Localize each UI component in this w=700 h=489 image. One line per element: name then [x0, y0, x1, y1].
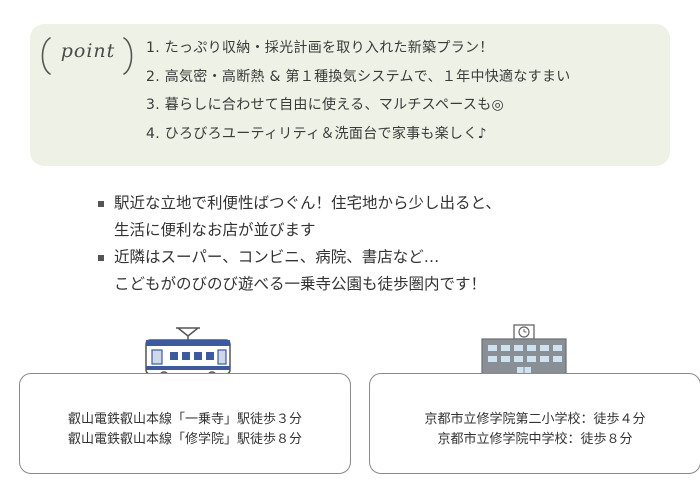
feature-text-line2: こどもがのびのび遊べる一乗寺公園も徒歩圏内です！ [114, 275, 487, 293]
feature-list: 駅近な立地で利便性ばつぐん！住宅地から少し出ると、 生活に便利なお店が並びます … [96, 190, 501, 298]
square-bullet-icon [98, 255, 104, 261]
school-line-2: 京都市立修学院中学校：徒歩８分 [437, 432, 633, 447]
point-item-3: 3. 暮らしに合わせて自由に使える、マルチスペースも◎ [146, 97, 505, 113]
point-item-2: 2. 高気密・高断熱 & 第１種換気システムで、１年中快適なすまい [146, 68, 571, 85]
feature-text-line1: 近隣はスーパー、コンビニ、病院、書店など… [114, 248, 440, 266]
point-badge: point [36, 30, 140, 82]
point-item-1: 1. たっぷり収納・採光計画を取り入れた新築プラン！ [146, 40, 494, 56]
bracket-decoration-icon [41, 37, 133, 75]
point-list: 1. たっぷり収納・採光計画を取り入れた新築プラン！ 2. 高気密・高断熱 & … [146, 38, 571, 152]
point-panel [30, 24, 670, 166]
square-bullet-icon [98, 201, 104, 207]
station-line-2: 叡山電鉄叡山本線「修学院」駅徒歩８分 [67, 432, 302, 447]
station-access-box: 叡山電鉄叡山本線「一乗寺」駅徒歩３分 叡山電鉄叡山本線「修学院」駅徒歩８分 [19, 373, 351, 474]
point-item-4: 4. ひろびろユーティリティ＆洗面台で家事も楽しく♪ [146, 125, 487, 142]
station-line-1: 叡山電鉄叡山本線「一乗寺」駅徒歩３分 [67, 412, 302, 427]
school-access-box: 京都市立修学院第二小学校：徒歩４分 京都市立修学院中学校：徒歩８分 [369, 373, 700, 474]
feature-text-line1: 駅近な立地で利便性ばつぐん！住宅地から少し出ると、 [114, 194, 501, 212]
feature-text-line2: 生活に便利なお店が並びます [114, 221, 316, 239]
feature-item: 駅近な立地で利便性ばつぐん！住宅地から少し出ると、 生活に便利なお店が並びます [96, 190, 501, 244]
feature-item: 近隣はスーパー、コンビニ、病院、書店など… こどもがのびのび遊べる一乗寺公園も徒… [96, 244, 501, 298]
school-line-1: 京都市立修学院第二小学校：徒歩４分 [424, 412, 646, 427]
point-label: point [60, 40, 116, 62]
